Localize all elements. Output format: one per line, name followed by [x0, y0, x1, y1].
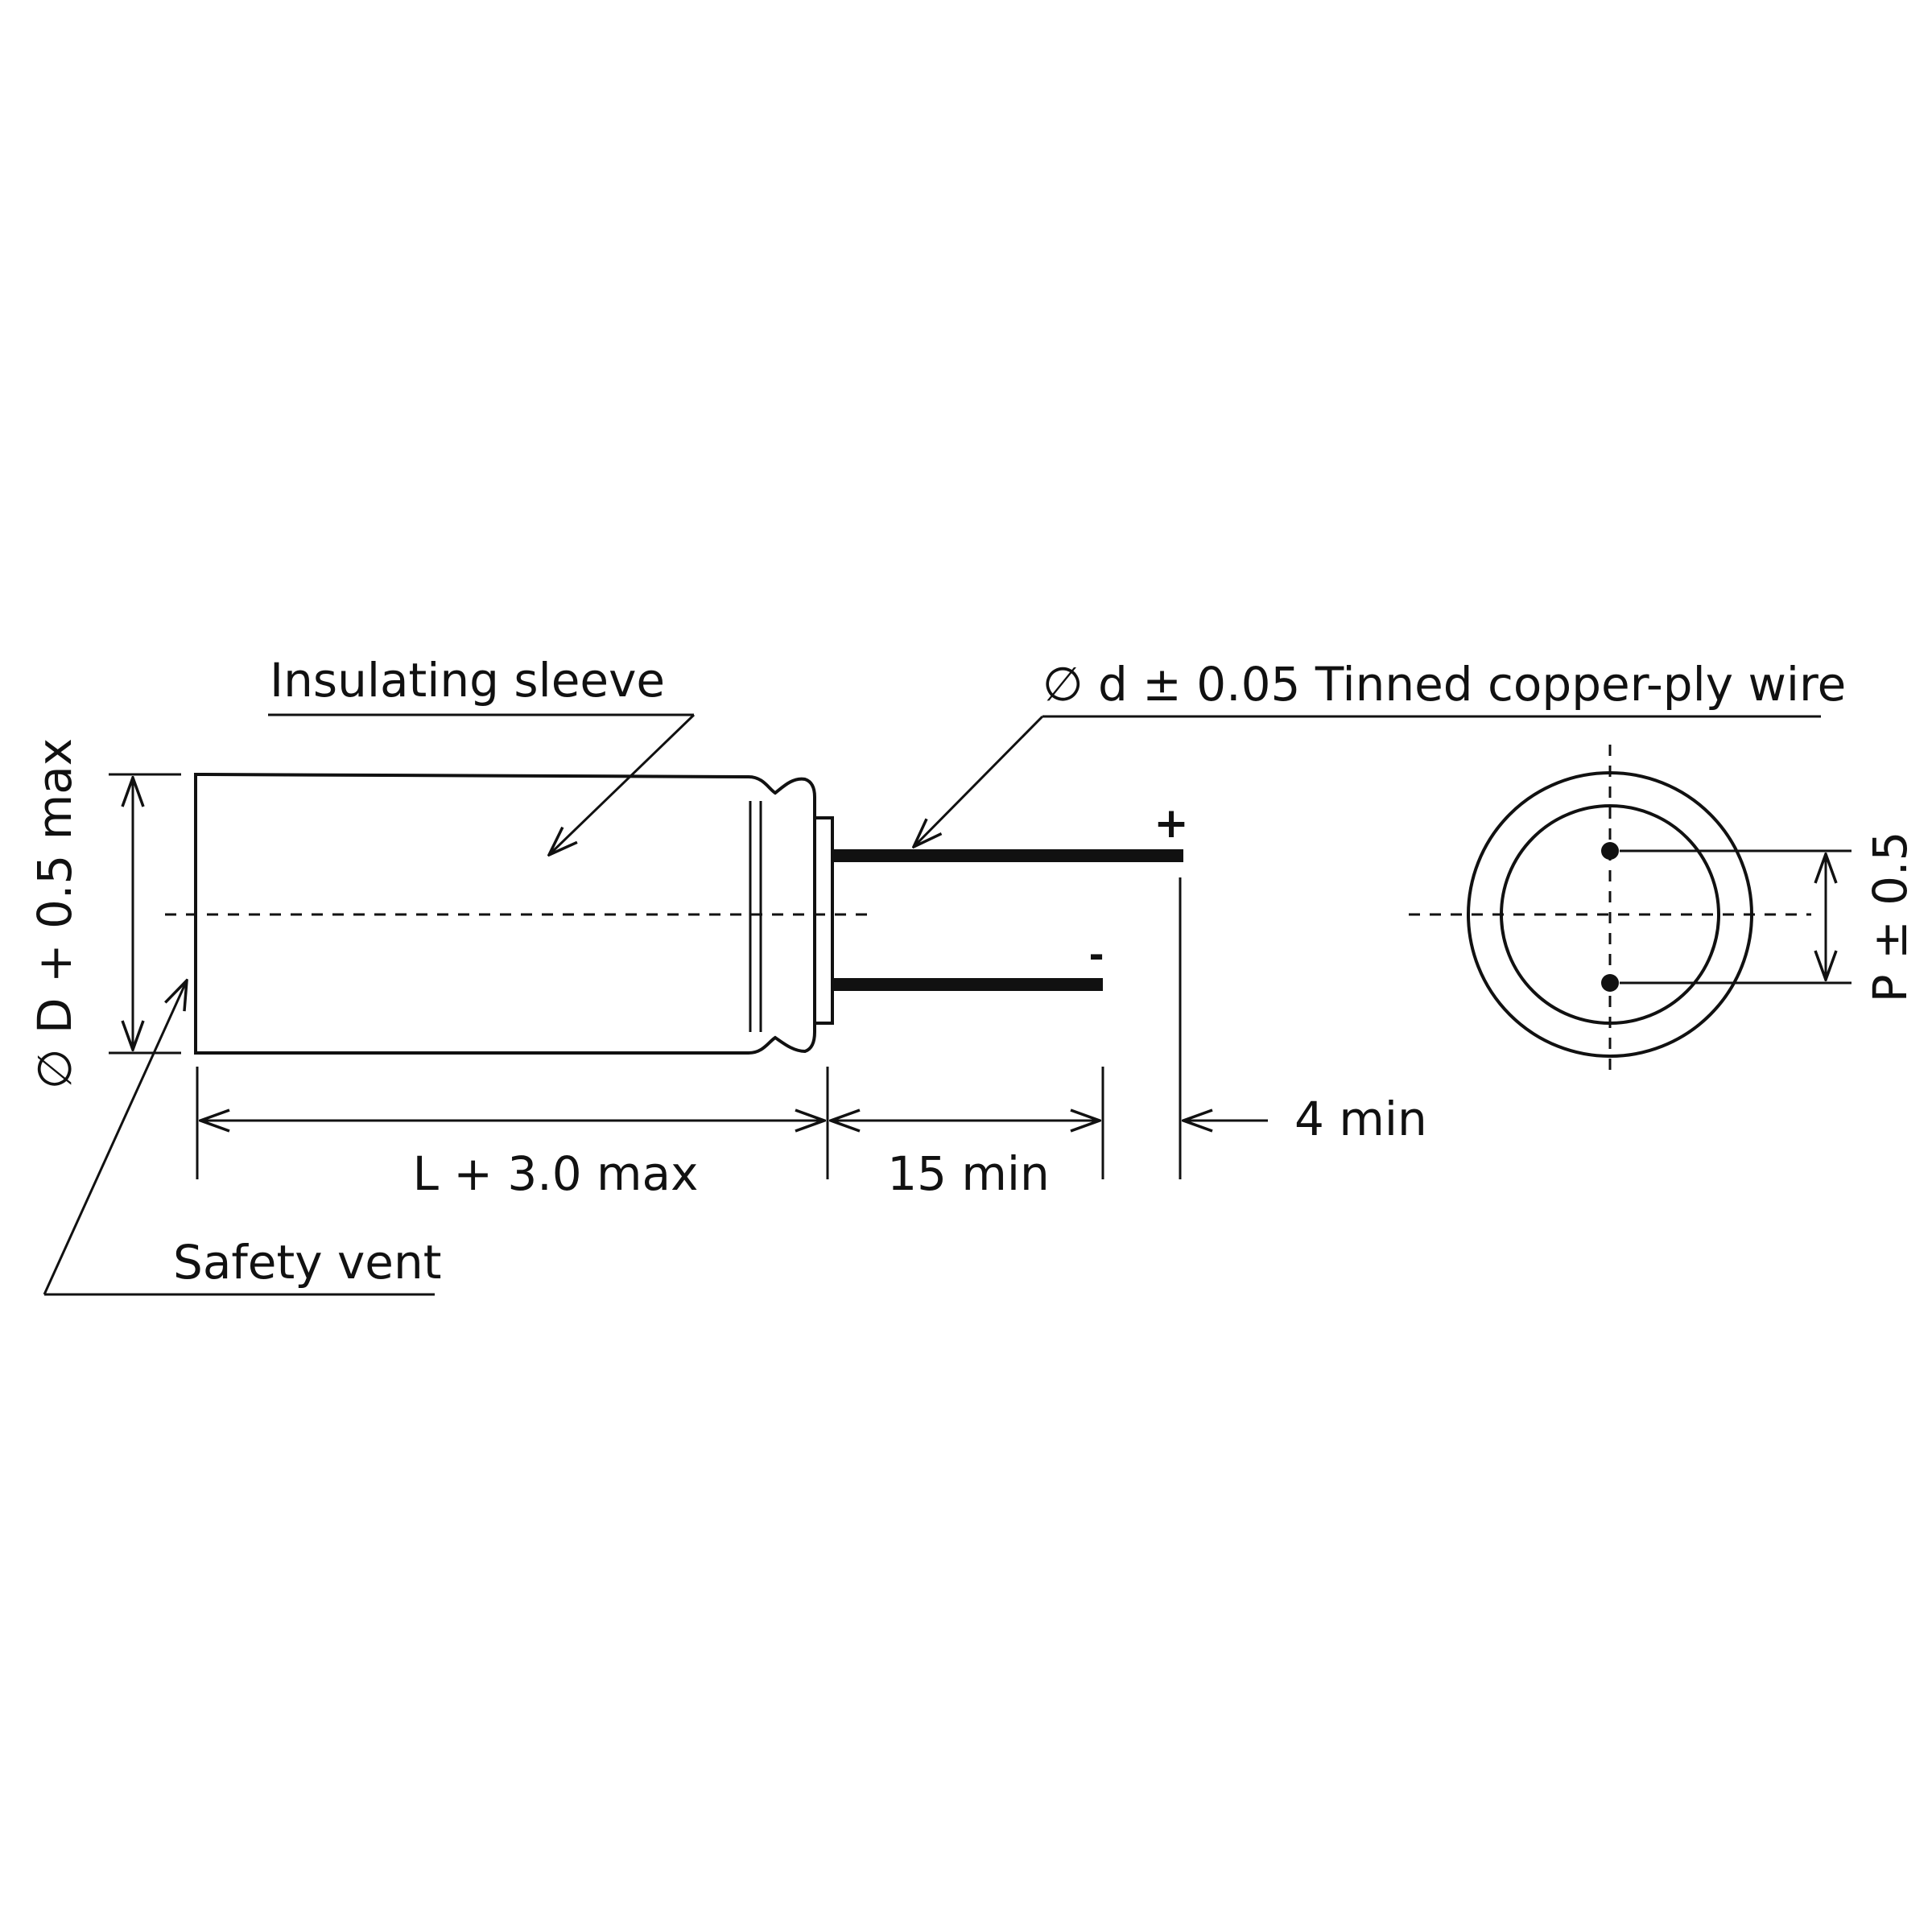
rubber-seal-end	[813, 816, 834, 1025]
capacitor-body-outline	[194, 772, 816, 1055]
plus-sign: +	[1154, 799, 1189, 848]
lead-wires: + -	[832, 799, 1189, 991]
lead-wire-callout: ∅ d ± 0.05 Tinned copper-ply wire	[914, 657, 1846, 847]
body-length-label: L + 3.0 max	[413, 1146, 699, 1201]
minus-sign: -	[1088, 933, 1104, 976]
capacitor-side-view	[165, 772, 873, 1055]
insulating-sleeve-callout: Insulating sleeve	[268, 653, 696, 855]
positive-lead-dot	[1601, 842, 1619, 860]
pitch-label: P ± 0.5	[1863, 832, 1918, 1003]
length-dimensions: L + 3.0 max 15 min 4 min	[196, 877, 1427, 1201]
safety-vent-label: Safety vent	[173, 1235, 441, 1290]
negative-lead-dot	[1601, 974, 1619, 992]
diameter-dimension: ∅ D + 0.5 max	[27, 738, 181, 1089]
lead-length-label: 15 min	[887, 1146, 1050, 1201]
safety-vent-callout: Safety vent	[43, 980, 441, 1296]
lead-offset-label: 4 min	[1294, 1092, 1427, 1146]
insulating-sleeve-label: Insulating sleeve	[270, 653, 665, 708]
lead-wire-label: ∅ d ± 0.05 Tinned copper-ply wire	[1042, 657, 1846, 712]
diameter-label: ∅ D + 0.5 max	[27, 738, 82, 1089]
capacitor-end-view: P ± 0.5	[1409, 745, 1918, 1079]
